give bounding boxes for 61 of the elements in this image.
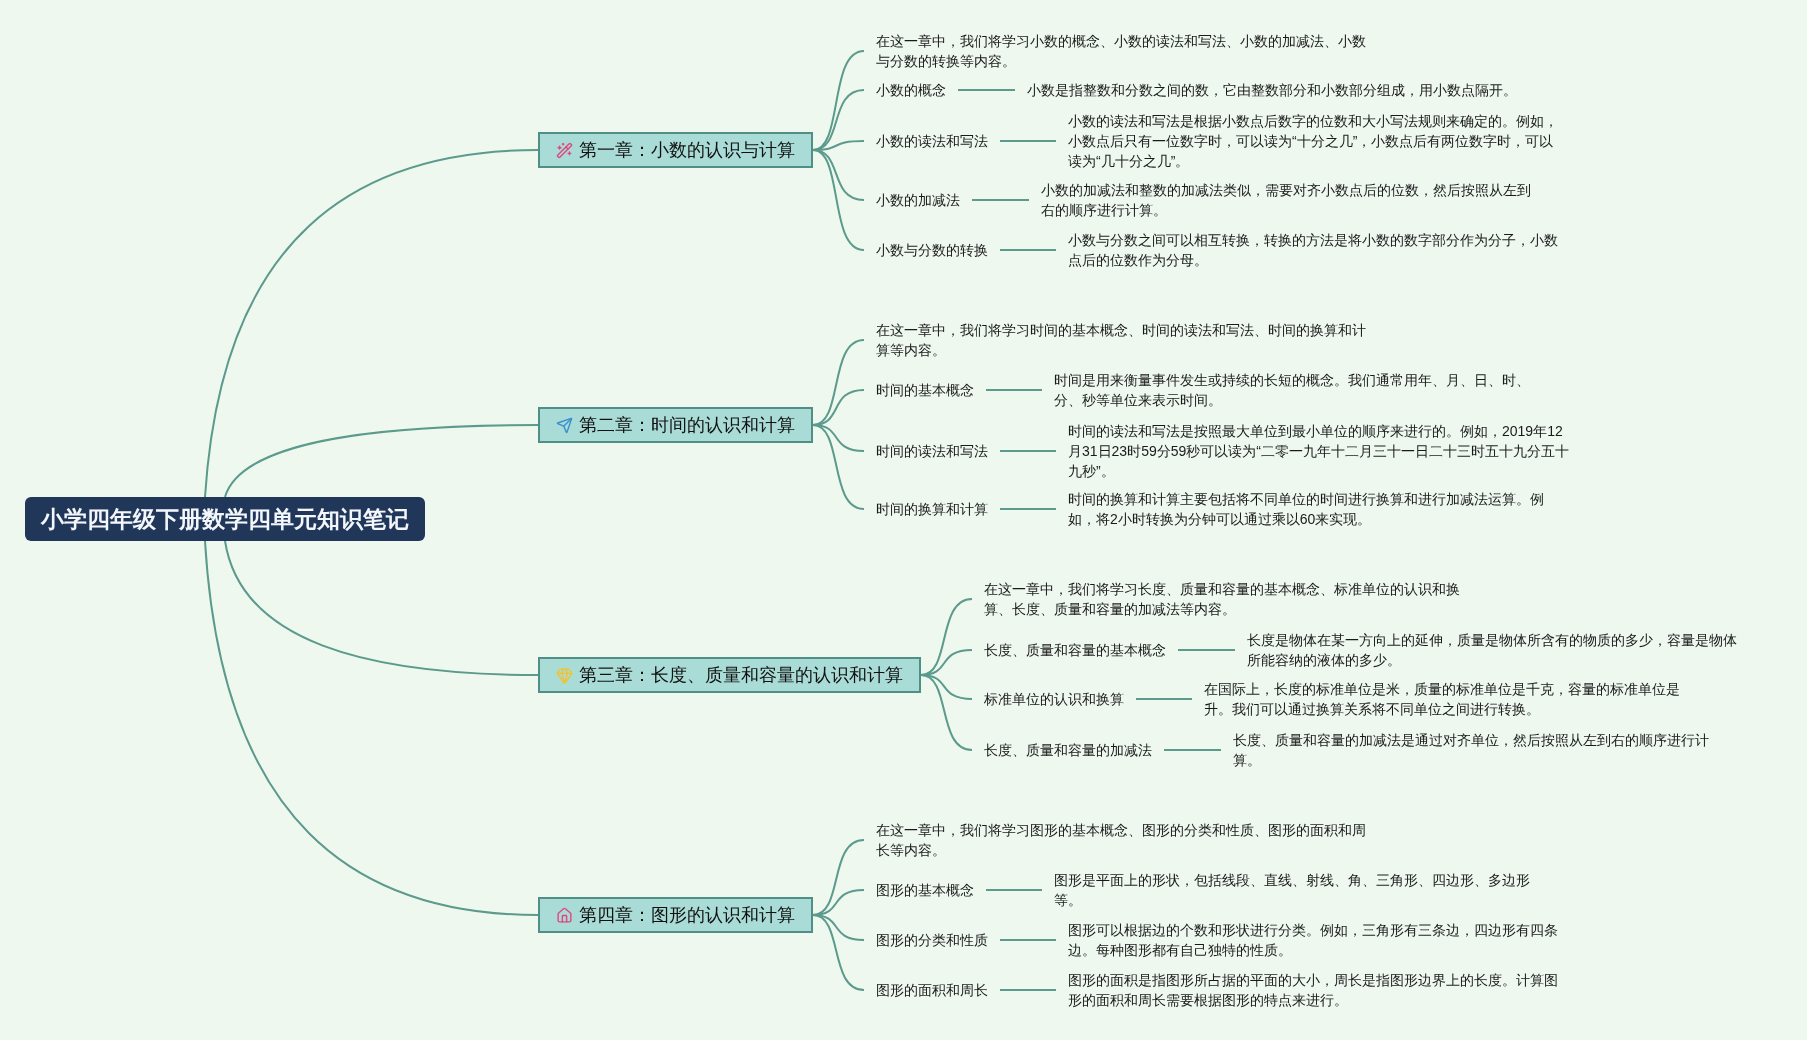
subtopic-label: 图形的分类和性质 <box>864 930 1000 950</box>
chapter-box <box>538 407 813 443</box>
connector-line <box>204 540 539 916</box>
connector-line <box>999 140 1057 142</box>
intro-text: 在这一章中，我们将学习小数的概念、小数的读法和写法、小数的加减法、小数与分数的转换等内容。 <box>864 31 1369 71</box>
detail-text: 图形的面积是指图形所占据的平面的大小，周长是指图形边界上的长度。计算图形的面积和周长需要根据图形的特点来进行。 <box>1056 970 1561 1010</box>
subtopic-label: 图形的基本概念 <box>864 880 986 900</box>
connector-line <box>999 508 1057 510</box>
subtopic-label: 小数的概念 <box>864 80 958 100</box>
detail-text: 时间的换算和计算主要包括将不同单位的时间进行换算和进行加减法运算。例如，将2小时转换为分钟可以通过乘以60来实现。 <box>1056 489 1551 529</box>
subtopic-label: 时间的读法和写法 <box>864 441 1000 461</box>
chapter-box <box>538 657 921 693</box>
root-topic: 小学四年级下册数学四单元知识笔记 <box>25 497 425 541</box>
connector-line <box>999 939 1057 941</box>
subtopic-label: 小数与分数的转换 <box>864 240 1000 260</box>
detail-text: 长度、质量和容量的加减法是通过对齐单位，然后按照从左到右的顺序进行计算。 <box>1221 730 1726 770</box>
connector-line <box>812 50 865 151</box>
connector-line <box>999 989 1057 991</box>
chapter-title: 第三章：长度、质量和容量的认识和计算 <box>579 664 903 687</box>
chapter-box <box>538 132 813 168</box>
subtopic-label: 时间的基本概念 <box>864 380 986 400</box>
connector-line <box>224 540 539 676</box>
connector-line <box>224 424 539 498</box>
chapter-title: 第一章：小数的认识与计算 <box>579 139 795 162</box>
detail-text: 小数与分数之间可以相互转换，转换的方法是将小数的数字部分作为分子，小数点后的位数作为分母。 <box>1056 230 1561 270</box>
connector-line <box>999 450 1057 452</box>
connector-line <box>812 914 865 991</box>
connector-line <box>985 889 1043 891</box>
connector-line <box>985 389 1043 391</box>
intro-text: 在这一章中，我们将学习时间的基本概念、时间的读法和写法、时间的换算和计算等内容。 <box>864 320 1369 360</box>
subtopic-label: 长度、质量和容量的加减法 <box>972 740 1164 760</box>
detail-text: 图形可以根据边的个数和形状进行分类。例如，三角形有三条边，四边形有四条边。每种图形都有自己独特的性质。 <box>1056 920 1561 960</box>
connector-line <box>812 149 865 251</box>
detail-text: 在国际上，长度的标准单位是米，质量的标准单位是千克，容量的标准单位是升。我们可以通过换算关系将不同单位之间进行转换。 <box>1192 679 1687 719</box>
subtopic-label: 小数的读法和写法 <box>864 131 1000 151</box>
detail-text: 时间是用来衡量事件发生或持续的长短的概念。我们通常用年、月、日、时、分、秒等单位来表示时间。 <box>1042 370 1532 410</box>
connector-line <box>971 199 1030 201</box>
connector-line <box>812 424 865 510</box>
connector-line <box>920 674 973 751</box>
chapter-box <box>538 897 813 933</box>
subtopic-label: 标准单位的认识和换算 <box>972 689 1136 709</box>
subtopic-label: 时间的换算和计算 <box>864 499 1000 519</box>
subtopic-label: 小数的加减法 <box>864 190 972 210</box>
detail-text: 长度是物体在某一方向上的延伸，质量是物体所含有的物质的多少，容量是物体所能容纳的液体的多少。 <box>1235 630 1745 670</box>
connector-line <box>1135 698 1193 700</box>
detail-text: 小数是指整数和分数之间的数，它由整数部分和小数部分组成，用小数点隔开。 <box>1015 80 1535 100</box>
connector-line <box>957 89 1016 91</box>
detail-text: 小数的加减法和整数的加减法类似，需要对齐小数点后的位数，然后按照从左到右的顺序进行计算。 <box>1029 180 1534 220</box>
connector-line <box>204 149 539 498</box>
detail-text: 时间的读法和写法是按照最大单位到最小单位的顺序来进行的。例如，2019年12月31日23时59分59秒可以读为“二零一九年十二月三十一日二十三时五十九分五十九秒”。 <box>1056 421 1576 481</box>
subtopic-label: 图形的面积和周长 <box>864 980 1000 1000</box>
intro-text: 在这一章中，我们将学习图形的基本概念、图形的分类和性质、图形的面积和周长等内容。 <box>864 820 1369 860</box>
intro-text: 在这一章中，我们将学习长度、质量和容量的基本概念、标准单位的认识和换算、长度、质量和容量的加减法等内容。 <box>972 579 1477 619</box>
connector-line <box>999 249 1057 251</box>
chapter-title: 第四章：图形的认识和计算 <box>579 904 795 927</box>
detail-text: 小数的读法和写法是根据小数点后数字的位数和大小写法规则来确定的。例如，小数点后只有一位数字时，可以读为“十分之几”，小数点后有两位数字时，可以读为“几十分之几”。 <box>1056 111 1566 171</box>
detail-text: 图形是平面上的形状，包括线段、直线、射线、角、三角形、四边形、多边形等。 <box>1042 870 1532 910</box>
connector-line <box>1163 749 1222 751</box>
subtopic-label: 长度、质量和容量的基本概念 <box>972 640 1178 660</box>
connector-line <box>1177 649 1236 651</box>
chapter-title: 第二章：时间的认识和计算 <box>579 414 795 437</box>
